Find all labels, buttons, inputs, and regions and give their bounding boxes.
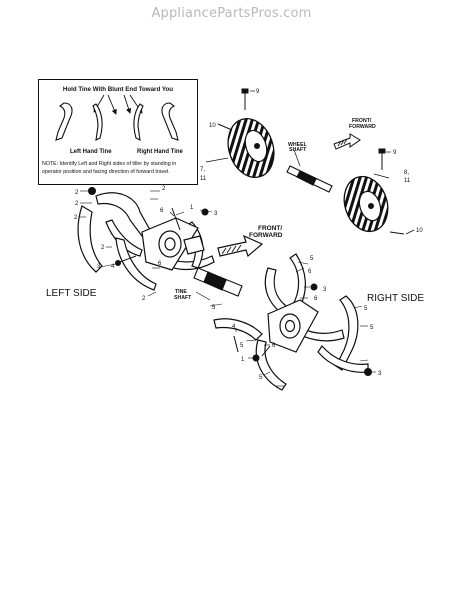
part-num: 3 <box>378 371 382 377</box>
inset-title: Hold Tine With Blunt End Toward You <box>63 86 173 93</box>
wheel-shaft-label-2: SHAFT <box>289 147 307 153</box>
part-num: 6 <box>314 296 318 302</box>
right-side-label: RIGHT SIDE <box>367 293 424 304</box>
part-num: 11 <box>200 176 207 182</box>
part-numbers: 9 10 7, 11 9 8, 11 10 2 2 2 3 6 1 2 2 4 … <box>74 89 423 381</box>
part-num: 8, <box>404 170 409 176</box>
part-num: 1 <box>190 205 194 211</box>
part-num: 5 <box>364 306 368 312</box>
tine-shaft <box>193 267 243 297</box>
wheel-shaft <box>286 165 333 193</box>
front-forward-small-label-2: FORWARD <box>349 124 376 130</box>
right-hand-tine-icon <box>133 103 144 141</box>
left-hand-tine-icon <box>92 103 103 141</box>
part-num: 2 <box>75 190 79 196</box>
right-tine-assembly <box>213 253 369 391</box>
inset-pointer-arrows <box>93 94 143 115</box>
part-num: 10 <box>209 123 216 129</box>
callout-labels: FRONT/ FORWARD WHEEL SHAFT TINE SHAFT <box>174 118 376 301</box>
part-num: 5 <box>240 343 244 349</box>
front-forward-small-label-1: FRONT/ <box>352 118 372 124</box>
wheel-bolts <box>217 88 405 235</box>
part-num: 2 <box>142 296 146 302</box>
tine-shaft-label-2: SHAFT <box>174 295 192 301</box>
right-wheel <box>343 175 389 233</box>
front-forward-arrow-small <box>333 133 361 150</box>
inset-note-line-2: operator position and facing direction o… <box>42 169 170 175</box>
arrow-hatching-large <box>221 244 242 255</box>
part-num: 6 <box>158 261 162 267</box>
right-hand-tine-label: Right Hand Tine <box>137 149 184 155</box>
part-num: 4 <box>111 264 115 270</box>
left-side-label: LEFT SIDE <box>46 288 97 299</box>
left-wheel <box>227 118 275 178</box>
part-num: 2 <box>75 201 79 207</box>
part-num: 9 <box>393 150 397 156</box>
part-num: 4 <box>232 324 236 330</box>
watermark-text: AppliancePartsPros.com <box>151 6 312 21</box>
wheel-leader-lines <box>205 90 415 235</box>
part-num: 6 <box>272 343 276 349</box>
part-num: 9 <box>256 89 260 95</box>
part-num: 2 <box>162 186 166 192</box>
part-num: 5 <box>259 375 263 381</box>
part-num: 1 <box>241 357 245 363</box>
right-hand-tine-icon <box>161 102 179 141</box>
tine-orientation-inset <box>38 79 198 185</box>
left-hand-tine-label: Left Hand Tine <box>70 149 112 155</box>
tine-shaft-label-1: TINE <box>175 289 187 295</box>
part-num: 3 <box>97 264 101 270</box>
svg-text:FRONT/: FRONT/ <box>258 225 282 232</box>
part-num: 2 <box>74 215 78 221</box>
part-num: 5 <box>370 325 374 331</box>
arrow-hatching-small <box>337 138 348 147</box>
svg-text:FORWARD: FORWARD <box>249 232 283 239</box>
inset-note-line-1: NOTE: Identify Left and Right sides of t… <box>42 161 176 167</box>
inset-tine-shapes <box>55 102 179 141</box>
front-forward-large-label: FRONT/ FORWARD <box>249 225 283 239</box>
wheel-shaft-label-1: WHEEL <box>288 142 308 148</box>
part-num: 6 <box>308 269 312 275</box>
part-num: 5 <box>310 256 314 262</box>
right-hardware <box>233 283 372 376</box>
part-num: 11 <box>404 178 411 184</box>
part-num: 6 <box>160 208 164 214</box>
part-num: 3 <box>214 211 218 217</box>
part-num: 10 <box>416 228 423 234</box>
left-hand-tine-icon <box>55 102 73 141</box>
part-num: 2 <box>101 245 105 251</box>
tine-leader-lines <box>79 190 376 387</box>
part-num: 7, <box>200 167 205 173</box>
part-num: 5 <box>212 305 216 311</box>
left-tine-assembly <box>77 192 215 291</box>
part-num: 3 <box>323 287 327 293</box>
